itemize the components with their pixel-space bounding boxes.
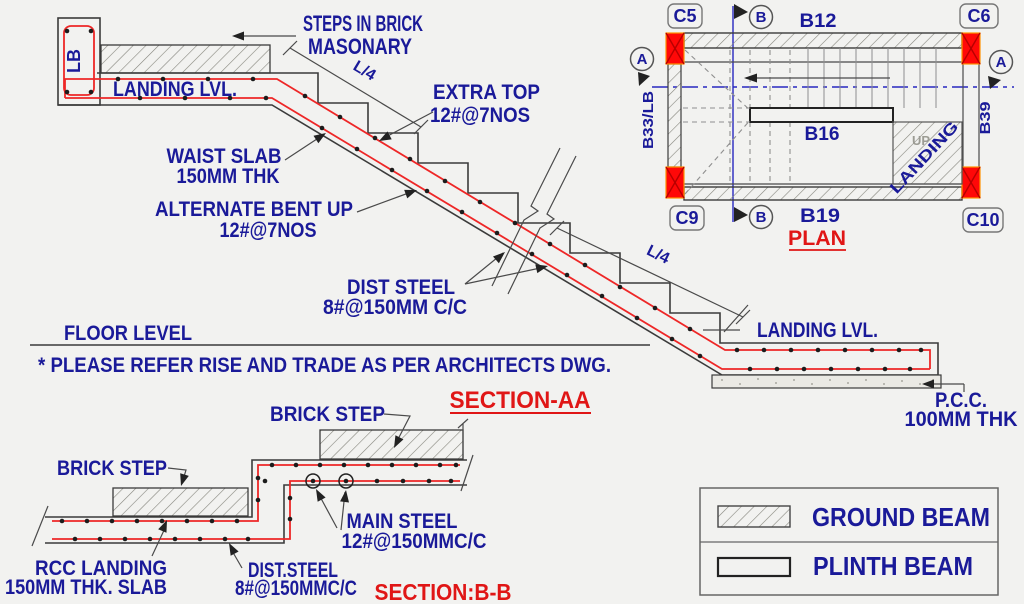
main-steel-bar-2 xyxy=(338,473,354,489)
bb-leader-lines xyxy=(151,413,411,569)
break-line-2 xyxy=(507,155,577,295)
plan-landing-hatch xyxy=(892,121,963,185)
bb-dist-steel-label-line2: 8#@150MMC/C xyxy=(235,577,357,600)
b33-lb-label: B33/LB xyxy=(640,91,657,149)
c5-label: C5 xyxy=(673,6,696,26)
up-label: UP xyxy=(912,133,930,148)
b19-label: B19 xyxy=(800,206,840,227)
brick-masonry-hatch xyxy=(100,44,271,74)
marker-b-top-label: B xyxy=(756,9,767,26)
beam-b19-hatch xyxy=(683,186,963,201)
bb-rebar-dots xyxy=(59,462,459,542)
plinth-beam-label: PLINTH BEAM xyxy=(813,551,973,581)
steps-brick-label-line1: STEPS IN BRICK xyxy=(303,11,423,36)
bb-rebar-outer xyxy=(52,464,460,522)
architects-note: * PLEASE REFER RISE AND TRADE AS PER ARC… xyxy=(38,354,611,377)
section-bb-title: SECTION:B-B xyxy=(375,579,512,604)
column-tag-c9: C9 xyxy=(669,205,705,231)
main-steel-label-line2: 12#@150MMC/C xyxy=(342,530,487,553)
dimension-l4-upper xyxy=(282,40,429,135)
alternate-bent-label-line1: ALTERNATE BENT UP xyxy=(155,198,353,221)
column-c6 xyxy=(961,32,981,65)
section-marker-b-bottom: B xyxy=(734,204,774,230)
section-marker-b-top: B xyxy=(734,4,774,30)
ground-beam-label: GROUND BEAM xyxy=(812,502,990,532)
ground-beam-swatch xyxy=(717,505,791,528)
l4-lower-label: L/4 xyxy=(644,242,672,267)
beam-b16 xyxy=(749,107,894,123)
lb-label: LB xyxy=(64,49,84,73)
bb-brick-step-lower-label: BRICK STEP xyxy=(57,457,167,480)
pcc-label-line2: 100MM THK xyxy=(905,408,1018,431)
pcc-layer xyxy=(711,374,942,389)
bb-brick-step-upper-label: BRICK STEP xyxy=(270,403,385,426)
section-aa-drawing: STEPS IN BRICK MASONARY LB LANDING LVL. … xyxy=(30,11,1018,431)
bb-slab-bottom-outline xyxy=(45,484,467,544)
waist-slab-label-line1: WAIST SLAB xyxy=(167,145,282,168)
break-line-1 xyxy=(491,147,561,287)
c9-label: C9 xyxy=(675,208,698,228)
main-steel-label-line1: MAIN STEEL xyxy=(347,510,458,533)
dimension-l4-lower xyxy=(549,220,751,325)
plan-drawing: A A B B C5 C6 C9 xyxy=(629,3,1014,251)
c10-label: C10 xyxy=(966,210,999,230)
rcc-landing-label-line2: 150MM THK. SLAB xyxy=(5,576,167,599)
bb-slab-top-outline xyxy=(45,459,467,518)
bb-left-break xyxy=(31,505,49,547)
marker-b-bottom-label: B xyxy=(756,209,767,226)
section-marker-a-left: A xyxy=(629,46,655,86)
bb-dist-steel-label-line1: DIST.STEEL xyxy=(248,559,338,582)
stair-steps-outline xyxy=(97,72,939,375)
column-c10 xyxy=(961,166,981,199)
beam-b12-hatch xyxy=(683,32,963,49)
bb-right-break xyxy=(460,454,474,492)
column-tag-c6: C6 xyxy=(959,3,999,29)
b12-label: B12 xyxy=(800,11,837,32)
stair-cut-diagonal-2 xyxy=(684,117,753,195)
extra-top-label-line1: EXTRA TOP xyxy=(433,81,540,104)
rcc-landing-label-line1: RCC LANDING xyxy=(35,557,167,580)
section-marker-a-right: A xyxy=(988,49,1014,89)
bb-brick-step-upper xyxy=(319,429,464,460)
alternate-bent-label-line2: 12#@7NOS xyxy=(220,219,317,242)
marker-a-right-label: A xyxy=(996,54,1007,71)
section-aa-title: SECTION-AA xyxy=(450,387,591,414)
dist-steel-label-line2: 8#@150MM C/C xyxy=(323,296,467,319)
plinth-beam-swatch xyxy=(716,556,792,578)
leader-lines xyxy=(232,31,965,392)
column-tag-c5: C5 xyxy=(667,3,703,29)
b39-label: B39 xyxy=(977,102,994,135)
lb-column-stirrup xyxy=(63,25,95,96)
landing-lvl-left-label: LANDING LVL. xyxy=(113,78,237,101)
steps-brick-label-line2: MASONARY xyxy=(308,34,412,59)
plan-title: PLAN xyxy=(788,227,846,250)
main-steel-bar-1 xyxy=(305,473,321,489)
c6-label: C6 xyxy=(967,6,990,26)
dist-steel-label-line1: DIST STEEL xyxy=(347,276,455,299)
waist-slab-label-line2: 150MM THK xyxy=(177,165,280,188)
legend: GROUND BEAM PLINTH BEAM xyxy=(699,487,999,596)
rebar-dots xyxy=(64,28,924,372)
pcc-label-line1: P.C.C. xyxy=(935,389,987,412)
column-c5 xyxy=(665,32,685,65)
stair-cut-diagonal-1 xyxy=(684,49,753,113)
column-tag-c10: C10 xyxy=(962,207,1004,233)
up-direction-arrow xyxy=(744,73,757,83)
pcc-speckles xyxy=(721,378,934,385)
rebar-top-bar xyxy=(64,78,931,369)
section-bb-drawing: BRICK STEP BRICK STEP MAIN STEEL 12#@150… xyxy=(5,403,512,604)
marker-a-left-label: A xyxy=(637,51,648,68)
l4-upper-label: L/4 xyxy=(350,58,379,85)
bb-break-tick-top xyxy=(457,418,469,429)
left-wall-hatch xyxy=(667,63,682,168)
extra-top-label-line2: 12#@7NOS xyxy=(430,104,530,127)
b16-label: B16 xyxy=(805,124,840,145)
landing-lvl-right-label: LANDING LVL. xyxy=(757,319,878,342)
bb-brick-step-lower xyxy=(112,487,249,517)
floor-level-label: FLOOR LEVEL xyxy=(64,322,192,345)
column-c9 xyxy=(665,166,685,199)
